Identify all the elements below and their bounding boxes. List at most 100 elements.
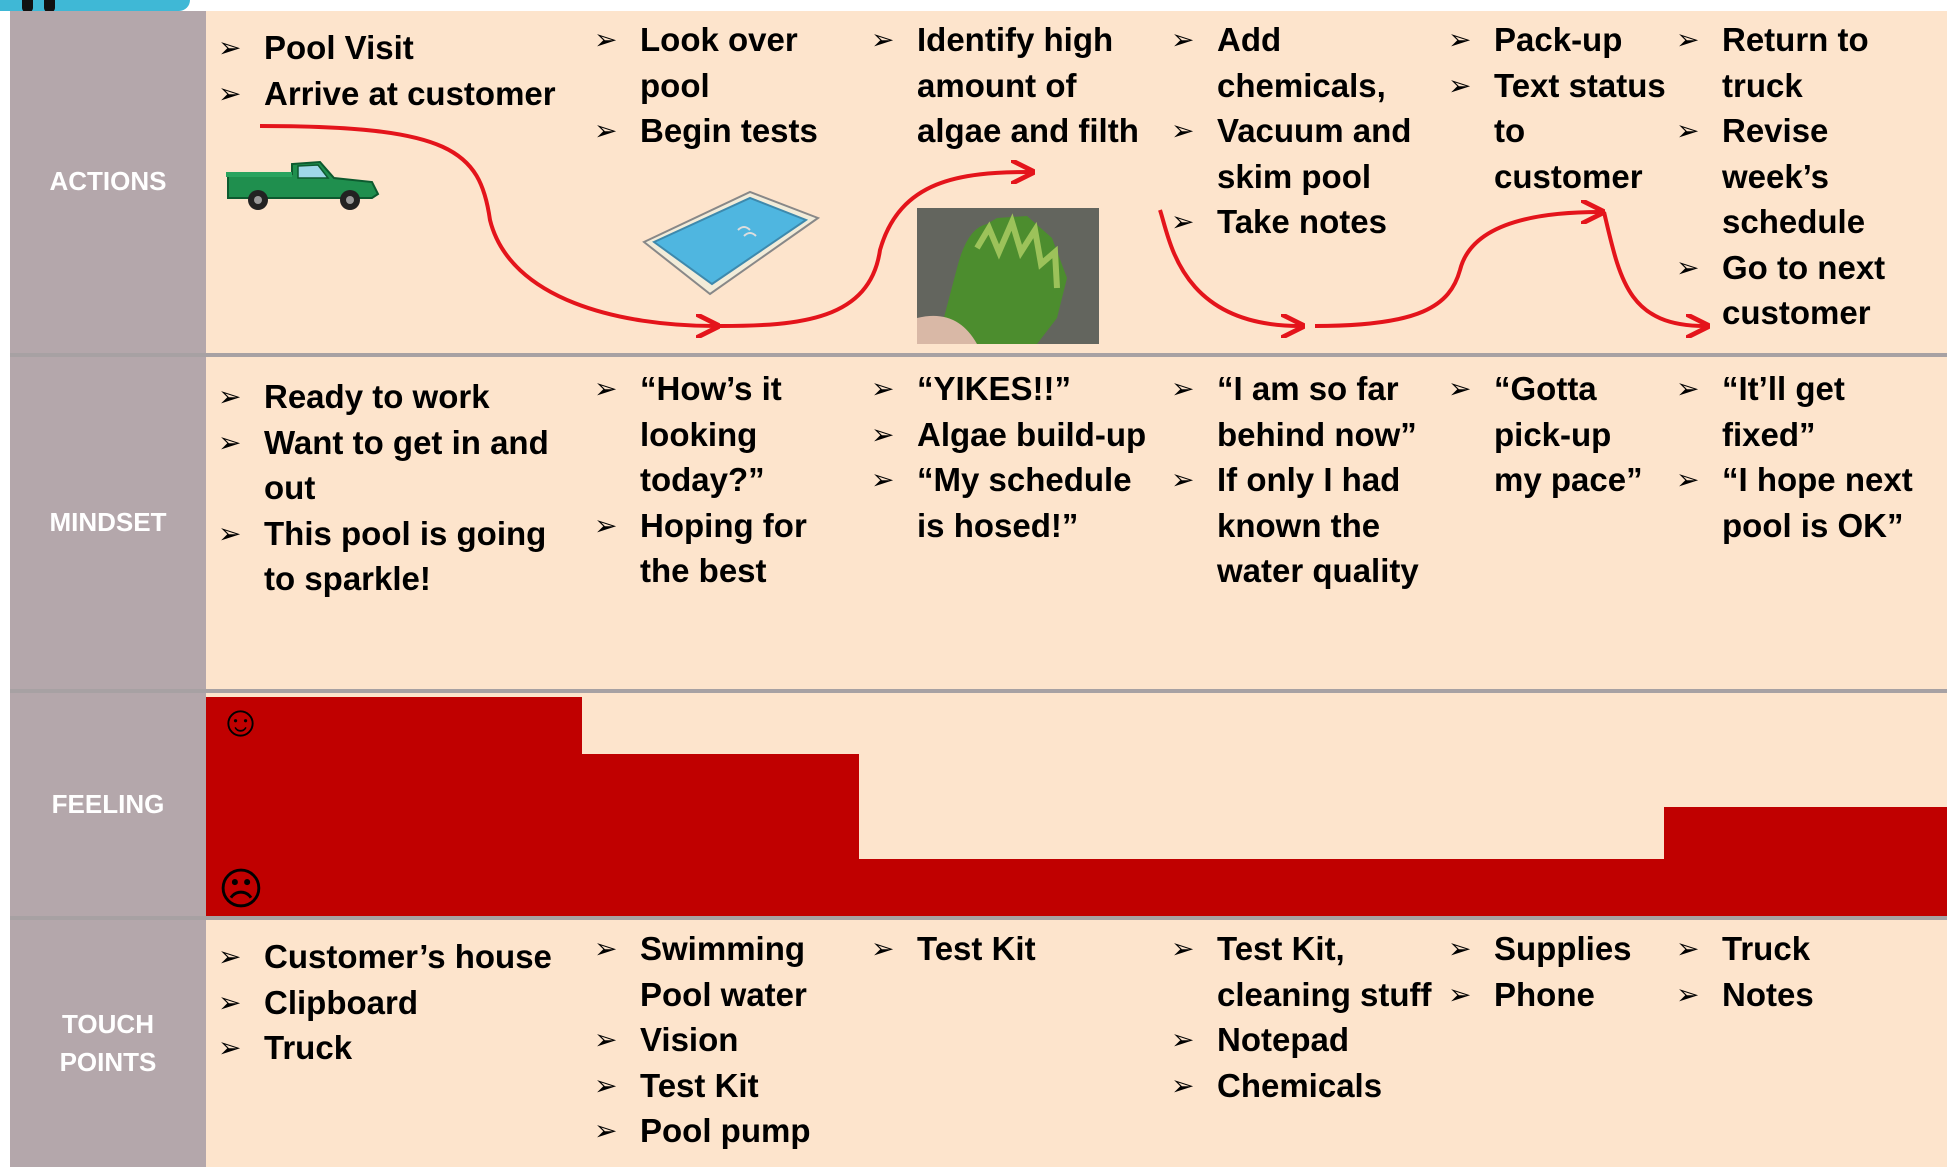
mindset-item: “It’ll get fixed”: [1676, 366, 1941, 457]
pool-icon: [642, 190, 820, 296]
touch-point-item: Supplies: [1448, 926, 1668, 972]
mindset-column-5: “Gotta pick-up my pace”: [1448, 366, 1668, 503]
touch-point-item: Test Kit, cleaning stuff: [1171, 926, 1441, 1017]
action-item: Look over pool: [594, 17, 854, 108]
corner-tab: [0, 0, 190, 11]
bullet-list: Swimming Pool waterVisionTest KitPool pu…: [594, 926, 854, 1154]
action-item: Arrive at customer: [218, 71, 578, 117]
bullet-list: Customer’s houseClipboardTruck: [218, 934, 578, 1071]
mindset-item: “How’s it looking today?”: [594, 366, 854, 503]
feeling-row: FEELING: [10, 693, 1947, 916]
action-column-2: Look over poolBegin tests: [594, 17, 854, 154]
bullet-list: Return to truckRevise week’s scheduleGo …: [1676, 17, 1941, 336]
mindset-item: This pool is going to sparkle!: [218, 511, 578, 602]
mindset-item: Algae build-up: [871, 412, 1161, 458]
touch-point-item: Test Kit: [871, 926, 1161, 972]
mindset-item: “YIKES!!”: [871, 366, 1161, 412]
touch-point-item: Pool pump: [594, 1108, 854, 1154]
smile-icon: ☺: [218, 697, 263, 746]
mindset-row-header: MINDSET: [10, 357, 206, 689]
corner-dot: [44, 0, 55, 13]
action-item: Return to truck: [1676, 17, 1941, 108]
algae-hand-photo: [917, 208, 1099, 344]
feeling-bar-5: [1436, 859, 1664, 916]
truck-icon: [226, 160, 380, 210]
mindset-column-6: “It’ll get fixed”“I hope next pool is OK…: [1676, 366, 1941, 548]
feeling-bar-1: [206, 697, 582, 916]
touch-point-column-5: SuppliesPhone: [1448, 926, 1668, 1017]
touch-point-item: Swimming Pool water: [594, 926, 854, 1017]
feeling-bar-2: [582, 754, 859, 916]
bullet-list: Test Kit: [871, 926, 1161, 972]
corner-dot: [22, 0, 33, 13]
touch-point-column-4: Test Kit, cleaning stuffNotepadChemicals: [1171, 926, 1441, 1108]
row-divider: [10, 689, 1947, 693]
action-item: Vacuum and skim pool: [1171, 108, 1441, 199]
bullet-list: SuppliesPhone: [1448, 926, 1668, 1017]
mindset-item: Ready to work: [218, 374, 578, 420]
touch-points-row-header: TOUCH POINTS: [10, 920, 206, 1167]
mindset-item: “I hope next pool is OK”: [1676, 457, 1941, 548]
bullet-list: “I am so far behind now”If only I had kn…: [1171, 366, 1441, 594]
action-item: Identify high amount of algae and filth: [871, 17, 1161, 154]
bullet-list: “Gotta pick-up my pace”: [1448, 366, 1668, 503]
touch-point-item: Truck: [218, 1025, 578, 1071]
mindset-column-2: “How’s it looking today?”Hoping for the …: [594, 366, 854, 594]
touch-point-item: Chemicals: [1171, 1063, 1441, 1109]
action-column-1: Pool VisitArrive at customer: [218, 25, 578, 116]
action-item: Text status to customer: [1448, 63, 1668, 200]
touch-point-column-2: Swimming Pool waterVisionTest KitPool pu…: [594, 926, 854, 1154]
touch-point-item: Test Kit: [594, 1063, 854, 1109]
action-column-3: Identify high amount of algae and filth: [871, 17, 1161, 154]
touch-point-item: Clipboard: [218, 980, 578, 1026]
touch-point-item: Notepad: [1171, 1017, 1441, 1063]
feeling-row-header: FEELING: [10, 693, 206, 916]
row-divider: [10, 353, 1947, 357]
touch-point-column-1: Customer’s houseClipboardTruck: [218, 934, 578, 1071]
mindset-item: Hoping for the best: [594, 503, 854, 594]
bullet-list: “It’ll get fixed”“I hope next pool is OK…: [1676, 366, 1941, 548]
touch-point-column-6: TruckNotes: [1676, 926, 1941, 1017]
row-divider: [10, 916, 1947, 920]
action-column-6: Return to truckRevise week’s scheduleGo …: [1676, 17, 1941, 336]
action-item: Go to next customer: [1676, 245, 1941, 336]
action-item: Pool Visit: [218, 25, 578, 71]
bullet-list: “How’s it looking today?”Hoping for the …: [594, 366, 854, 594]
touch-point-item: Notes: [1676, 972, 1941, 1018]
bullet-list: Look over poolBegin tests: [594, 17, 854, 154]
mindset-item: If only I had known the water quality: [1171, 457, 1441, 594]
bullet-list: Ready to workWant to get in and outThis …: [218, 374, 578, 602]
bullet-list: Pool VisitArrive at customer: [218, 25, 578, 116]
mindset-column-4: “I am so far behind now”If only I had kn…: [1171, 366, 1441, 594]
action-item: Revise week’s schedule: [1676, 108, 1941, 245]
touch-point-column-3: Test Kit: [871, 926, 1161, 972]
feeling-bar-6: [1664, 807, 1947, 916]
bullet-list: “YIKES!!”Algae build-up“My schedule is h…: [871, 366, 1161, 548]
action-item: Take notes: [1171, 199, 1441, 245]
mindset-item: “My schedule is hosed!”: [871, 457, 1161, 548]
action-column-5: Pack-upText status to customer: [1448, 17, 1668, 199]
touch-point-item: Truck: [1676, 926, 1941, 972]
feeling-bar-4: [1159, 859, 1436, 916]
mindset-item: “I am so far behind now”: [1171, 366, 1441, 457]
mindset-item: “Gotta pick-up my pace”: [1448, 366, 1668, 503]
touch-point-item: Vision: [594, 1017, 854, 1063]
bullet-list: Pack-upText status to customer: [1448, 17, 1668, 199]
actions-row-header: ACTIONS: [10, 11, 206, 353]
mindset-column-3: “YIKES!!”Algae build-up“My schedule is h…: [871, 366, 1161, 548]
bullet-list: Add chemicals,Vacuum and skim poolTake n…: [1171, 17, 1441, 245]
frown-icon: ☹: [218, 865, 264, 914]
action-item: Pack-up: [1448, 17, 1668, 63]
bullet-list: TruckNotes: [1676, 926, 1941, 1017]
mindset-column-1: Ready to workWant to get in and outThis …: [218, 374, 578, 602]
feeling-bar-3: [859, 859, 1159, 916]
action-column-4: Add chemicals,Vacuum and skim poolTake n…: [1171, 17, 1441, 245]
bullet-list: Identify high amount of algae and filth: [871, 17, 1161, 154]
touch-point-item: Phone: [1448, 972, 1668, 1018]
feeling-chart: [206, 697, 1947, 916]
touch-point-item: Customer’s house: [218, 934, 578, 980]
mindset-item: Want to get in and out: [218, 420, 578, 511]
bullet-list: Test Kit, cleaning stuffNotepadChemicals: [1171, 926, 1441, 1108]
action-item: Begin tests: [594, 108, 854, 154]
action-item: Add chemicals,: [1171, 17, 1441, 108]
